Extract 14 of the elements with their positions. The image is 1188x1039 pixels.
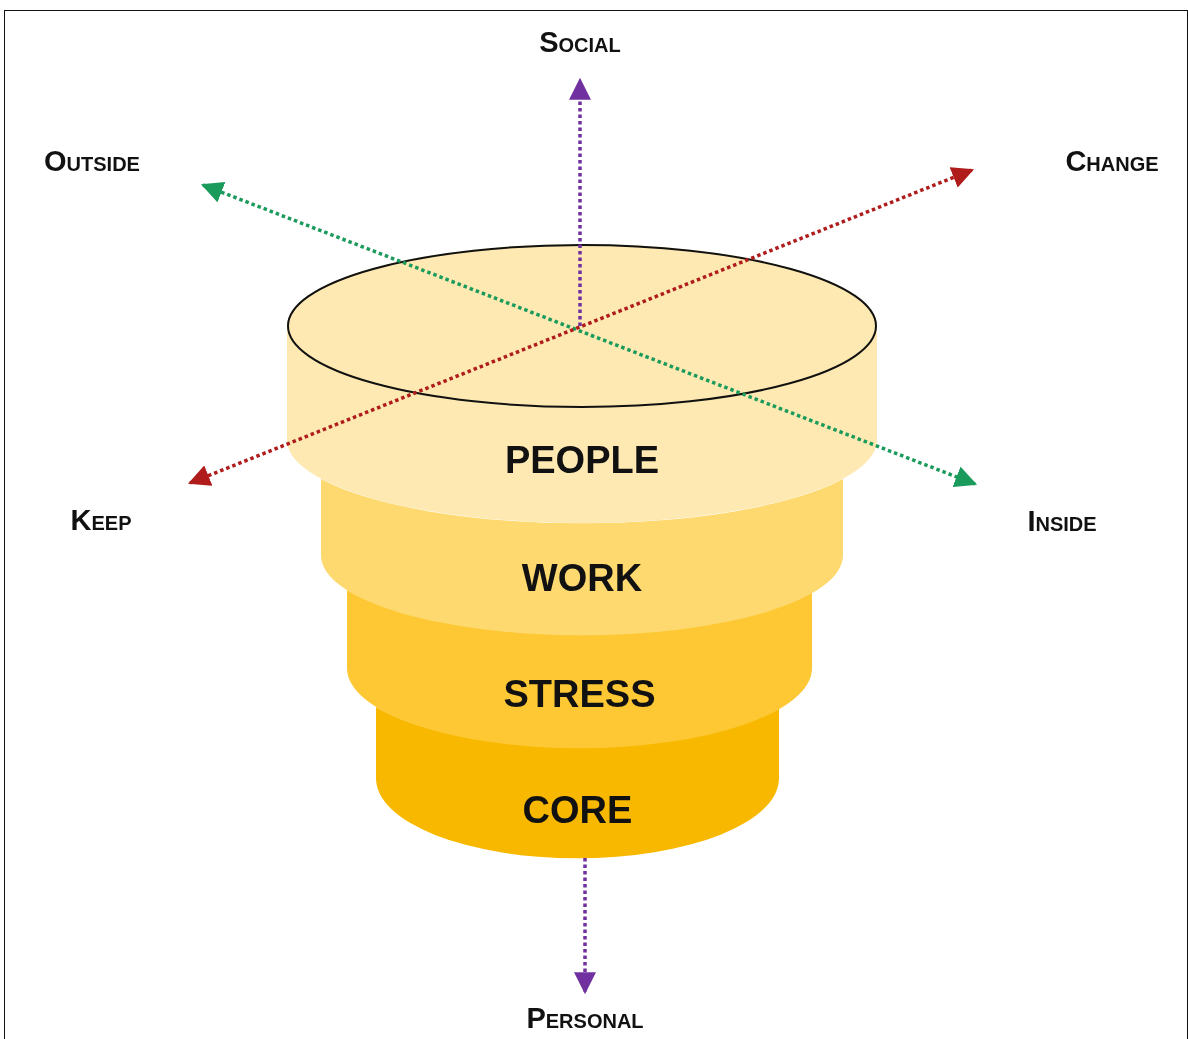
- cylinder-layer: [347, 589, 812, 748]
- layer-label: CORE: [522, 789, 633, 831]
- layer-label: WORK: [521, 557, 643, 599]
- axis-label: Keep: [70, 505, 132, 535]
- axis-label: Inside: [1027, 506, 1097, 536]
- layer-label: STRESS: [503, 673, 656, 715]
- cylinder-layer: [321, 478, 843, 635]
- axis-label: Outside: [44, 146, 140, 176]
- cylinder-layer: [287, 244, 877, 523]
- axis-label: Personal: [526, 1003, 644, 1033]
- axis-label: Social: [539, 27, 621, 57]
- layer-label: PEOPLE: [504, 439, 660, 481]
- cylinder-layer: [376, 706, 779, 858]
- axis-label: Change: [1065, 146, 1159, 176]
